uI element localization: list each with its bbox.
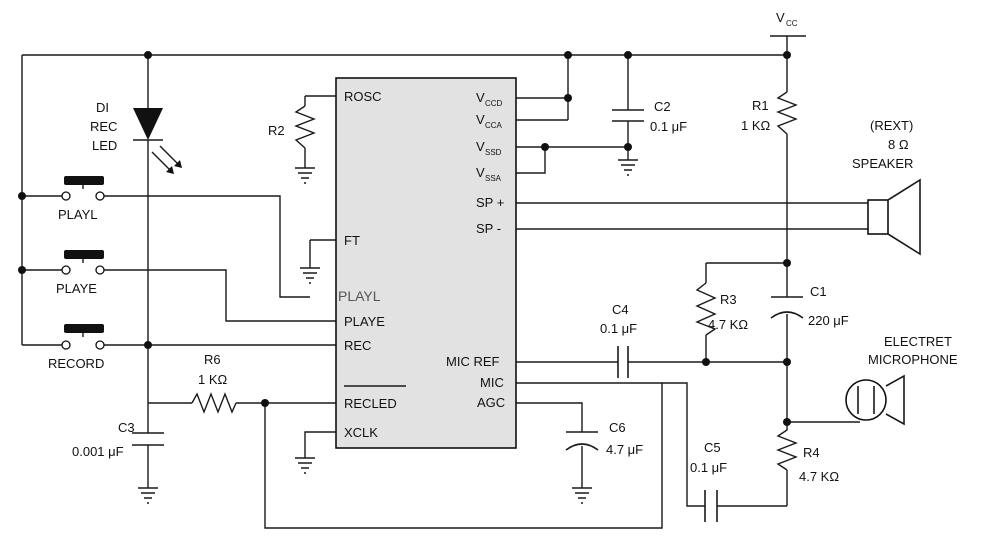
- svg-text:R4: R4: [803, 445, 820, 460]
- switch-playe: PLAYE: [56, 250, 105, 296]
- pin-playe: PLAYE: [344, 314, 385, 329]
- svg-text:220 μF: 220 μF: [808, 313, 849, 328]
- svg-text:PLAYE: PLAYE: [56, 281, 97, 296]
- svg-text:C6: C6: [609, 420, 626, 435]
- svg-text:4.7 KΩ: 4.7 KΩ: [708, 317, 748, 332]
- svg-text:CCD: CCD: [485, 99, 503, 108]
- svg-text:R3: R3: [720, 292, 737, 307]
- resistor-r2: R2: [268, 105, 316, 149]
- pin-rosc: ROSC: [344, 89, 382, 104]
- resistor-r6: R6 1 KΩ: [191, 352, 237, 414]
- capacitor-c6: C6 4.7 μF: [565, 420, 643, 457]
- junction-dots: [18, 51, 791, 426]
- svg-text:LED: LED: [92, 138, 117, 153]
- resistor-r4: R4 4.7 KΩ: [776, 422, 839, 484]
- svg-text:C2: C2: [654, 99, 671, 114]
- ic-left-pins: ROSC FT PLAYE REC RECLED XCLK: [344, 89, 406, 440]
- svg-text:R6: R6: [204, 352, 221, 367]
- svg-text:R2: R2: [268, 123, 285, 138]
- pin-playl-overlay: PLAYL: [338, 288, 381, 304]
- svg-text:V: V: [476, 90, 485, 105]
- pin-rec: REC: [344, 338, 371, 353]
- svg-text:V: V: [476, 139, 485, 154]
- switch-playl: PLAYL: [58, 176, 105, 222]
- pin-recled: RECLED: [344, 396, 397, 411]
- ic-chip: ROSC FT PLAYE REC RECLED XCLK PLAYL V CC…: [335, 77, 517, 449]
- ic-right-pins: V CCD V CCA V SSD V SSA SP + SP - MIC RE…: [446, 90, 505, 410]
- capacitor-c3: C3 0.001 μF: [72, 420, 164, 459]
- svg-text:PLAYL: PLAYL: [58, 207, 98, 222]
- capacitor-c1: C1 220 μF: [770, 284, 849, 328]
- wires: [21, 35, 868, 529]
- svg-text:SSA: SSA: [485, 174, 502, 183]
- svg-text:C3: C3: [118, 420, 135, 435]
- svg-text:V: V: [476, 112, 485, 127]
- svg-text:4.7 KΩ: 4.7 KΩ: [799, 469, 839, 484]
- svg-text:(REXT): (REXT): [870, 118, 913, 133]
- speaker: (REXT) 8 Ω SPEAKER: [852, 118, 921, 256]
- svg-text:SP -: SP -: [476, 221, 501, 236]
- svg-text:0.1 μF: 0.1 μF: [600, 321, 637, 336]
- svg-text:MICROPHONE: MICROPHONE: [868, 352, 958, 367]
- svg-text:AGC: AGC: [477, 395, 505, 410]
- svg-text:0.1 μF: 0.1 μF: [650, 119, 687, 134]
- capacitor-c5: C5 0.1 μF: [690, 440, 727, 522]
- capacitor-c4: C4 0.1 μF: [600, 302, 637, 378]
- svg-text:SSD: SSD: [485, 148, 502, 157]
- capacitor-c2: C2 0.1 μF: [612, 99, 687, 134]
- svg-text:DI: DI: [96, 100, 109, 115]
- svg-text:1 KΩ: 1 KΩ: [741, 118, 771, 133]
- svg-text:C4: C4: [612, 302, 629, 317]
- rec-led: DI REC LED: [90, 100, 182, 174]
- svg-text:CCA: CCA: [485, 121, 503, 130]
- svg-text:C1: C1: [810, 284, 827, 299]
- switch-record: RECORD: [48, 324, 105, 371]
- svg-text:V: V: [476, 165, 485, 180]
- svg-text:SP +: SP +: [476, 195, 504, 210]
- svg-text:CC: CC: [786, 19, 798, 28]
- svg-text:0.001 μF: 0.001 μF: [72, 444, 124, 459]
- electret-microphone: ELECTRET MICROPHONE: [845, 334, 958, 426]
- svg-text:SPEAKER: SPEAKER: [852, 156, 913, 171]
- svg-text:1 KΩ: 1 KΩ: [198, 372, 228, 387]
- svg-text:R1: R1: [752, 98, 769, 113]
- svg-text:0.1 μF: 0.1 μF: [690, 460, 727, 475]
- svg-text:RECORD: RECORD: [48, 356, 104, 371]
- resistor-r3: R3 4.7 KΩ: [695, 282, 748, 336]
- svg-text:REC: REC: [90, 119, 117, 134]
- svg-text:8 Ω: 8 Ω: [888, 137, 909, 152]
- svg-text:MIC: MIC: [480, 375, 504, 390]
- pin-ft: FT: [344, 233, 360, 248]
- svg-text:MIC REF: MIC REF: [446, 354, 500, 369]
- svg-text:ELECTRET: ELECTRET: [884, 334, 952, 349]
- svg-text:4.7 μF: 4.7 μF: [606, 442, 643, 457]
- ground-symbols: [138, 159, 638, 504]
- svg-text:V: V: [776, 10, 785, 25]
- svg-text:C5: C5: [704, 440, 721, 455]
- vcc-label: V CC: [776, 10, 798, 28]
- resistor-r1: R1 1 KΩ: [741, 91, 798, 135]
- pin-xclk: XCLK: [344, 425, 378, 440]
